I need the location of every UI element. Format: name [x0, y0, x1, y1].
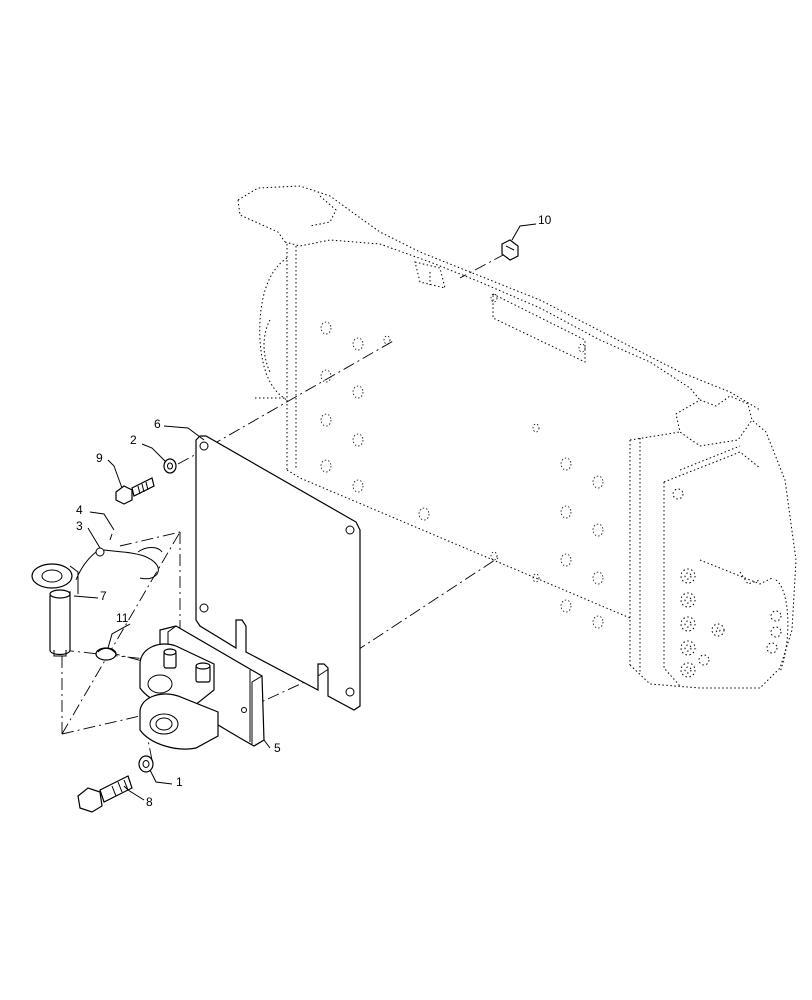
callout-3: 3 [76, 519, 83, 533]
machine-frame-outline [237, 185, 797, 689]
callout-9: 9 [96, 451, 103, 465]
callout-5: 5 [274, 741, 281, 755]
hydraulic-couplers [680, 568, 725, 678]
lanyard-clip [75, 533, 163, 581]
frame-mounting-holes [320, 293, 604, 629]
washer-large [138, 755, 154, 773]
bolt-small [115, 477, 155, 505]
nut [501, 239, 519, 261]
washer-small [163, 458, 177, 474]
spring-clip [95, 647, 117, 661]
callout-7: 7 [100, 589, 107, 603]
callout-6: 6 [154, 417, 161, 431]
hitch-bracket [139, 625, 265, 750]
bolt-large [77, 775, 133, 813]
mounting-plate [195, 435, 361, 711]
callout-10: 10 [538, 213, 552, 227]
hitch-pin [31, 563, 79, 657]
callout-4: 4 [76, 503, 83, 517]
callout-1: 1 [176, 775, 183, 789]
callout-2: 2 [130, 433, 137, 447]
leader-lines [73, 223, 537, 801]
callout-labels: 1 2 3 4 5 6 7 8 9 10 11 [76, 213, 552, 809]
callout-11: 11 [116, 611, 129, 625]
callout-8: 8 [146, 795, 153, 809]
